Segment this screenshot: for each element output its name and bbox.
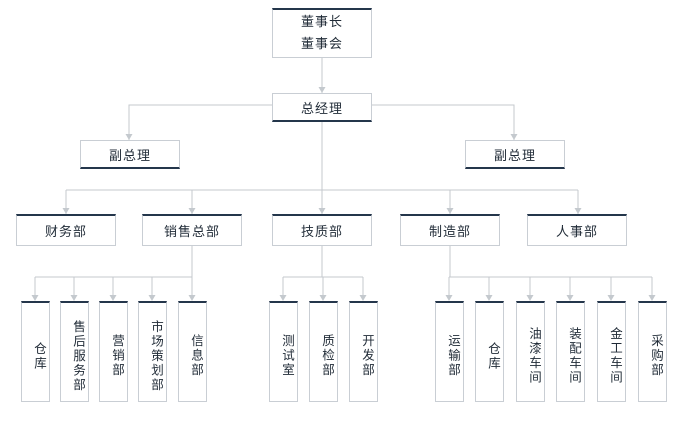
node-mfg-purchasing: 采购部 — [638, 301, 667, 402]
node-sales-marketing: 营销部 — [99, 301, 128, 402]
node-dept-tech-quality: 技质部 — [272, 214, 372, 246]
node-dept-hr: 人事部 — [527, 214, 627, 246]
node-tech-quality-check: 质检部 — [309, 301, 338, 402]
board-of-directors-label: 董事会 — [300, 36, 343, 52]
node-dept-manufacturing: 制造部 — [400, 214, 500, 246]
node-mfg-warehouse: 仓库 — [475, 301, 504, 402]
node-deputy-left: 副总理 — [80, 140, 180, 169]
node-sales-information: 信息部 — [178, 301, 207, 402]
node-general-manager: 总经理 — [272, 93, 372, 122]
node-mfg-assembly-shop: 装配车间 — [556, 301, 585, 402]
board-chairman-label: 董事长 — [300, 14, 343, 30]
node-sales-market-planning: 市场策划部 — [138, 301, 167, 402]
node-mfg-transport: 运输部 — [435, 301, 464, 402]
node-mfg-metalwork-shop: 金工车间 — [597, 301, 626, 402]
node-mfg-paint-shop: 油漆车间 — [516, 301, 545, 402]
node-sales-after-service: 售后服务部 — [60, 301, 89, 402]
node-board: 董事长 董事会 — [272, 8, 372, 58]
node-sales-warehouse: 仓库 — [21, 301, 50, 402]
node-dept-sales: 销售总部 — [142, 214, 242, 246]
node-dept-finance: 财务部 — [16, 214, 116, 246]
node-tech-development: 开发部 — [349, 301, 378, 402]
node-tech-test-room: 测试室 — [269, 301, 298, 402]
node-deputy-right: 副总理 — [465, 140, 565, 169]
